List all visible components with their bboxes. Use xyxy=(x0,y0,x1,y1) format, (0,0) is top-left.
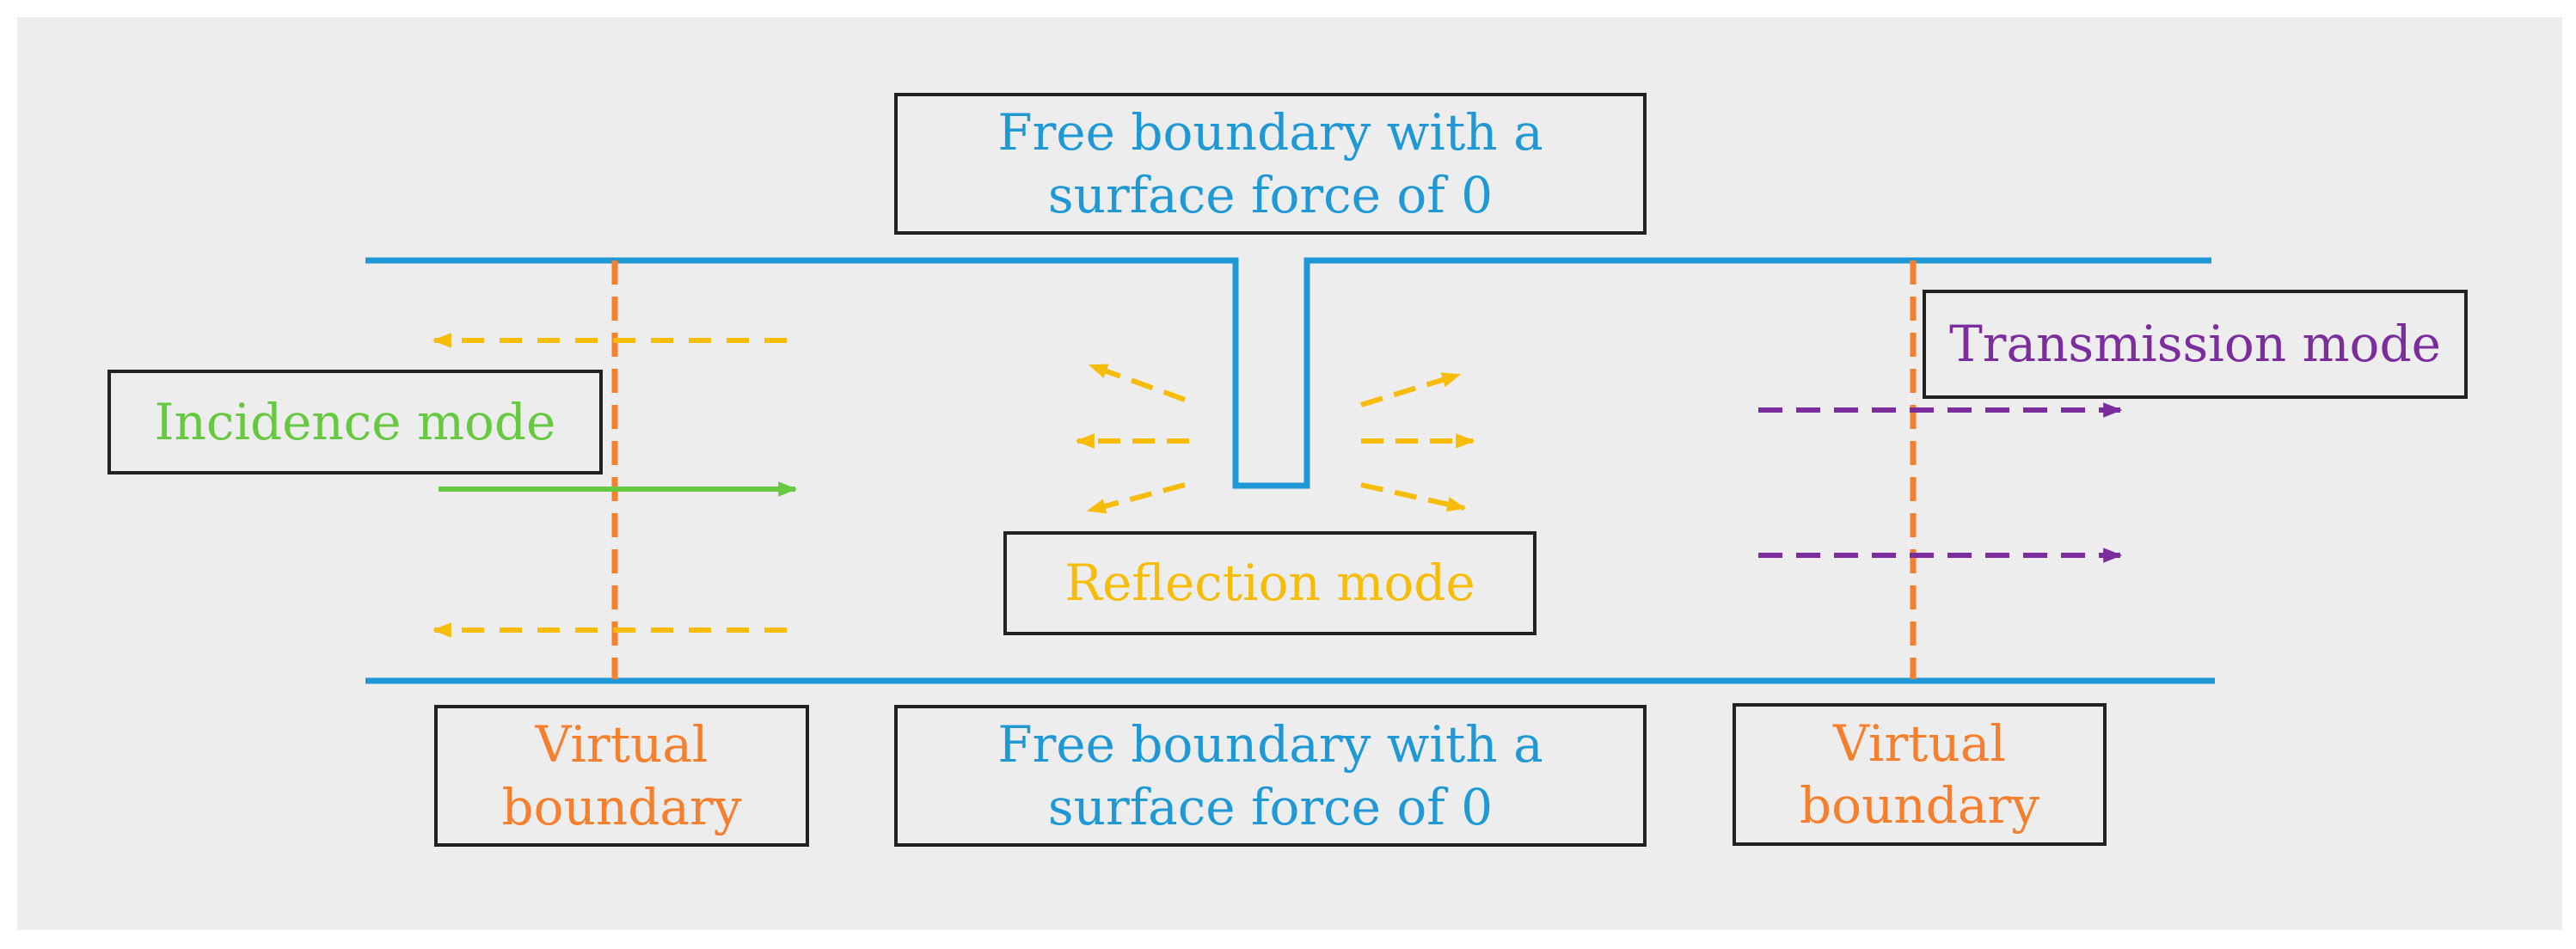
scatter-arrow-right-down xyxy=(1360,482,1467,512)
right-virtual-boundary-label-box: Virtual boundary xyxy=(1733,703,2107,846)
scatter-arrow-left-up xyxy=(1088,363,1187,402)
bottom-boundary-label: Free boundary with a surface force of 0 xyxy=(997,715,1543,836)
reflection-mode-label: Reflection mode xyxy=(1064,554,1475,613)
incidence-mode-label: Incidence mode xyxy=(154,392,556,451)
incidence-mode-label-box: Incidence mode xyxy=(107,370,603,474)
top-boundary-label-box: Free boundary with a surface force of 0 xyxy=(894,93,1647,235)
top-free-boundary-line xyxy=(365,257,2211,489)
transmission-mode-label: Transmission mode xyxy=(1949,315,2441,374)
right-virtual-boundary-label: Virtual boundary xyxy=(1800,713,2039,836)
top-boundary-label: Free boundary with a surface force of 0 xyxy=(997,103,1543,224)
left-virtual-boundary-label-box: Virtual boundary xyxy=(434,705,809,847)
bottom-boundary-label-box: Free boundary with a surface force of 0 xyxy=(894,705,1647,847)
scatter-arrow-left-down xyxy=(1086,482,1186,514)
reflection-mode-label-box: Reflection mode xyxy=(1003,531,1536,635)
left-virtual-boundary-label: Virtual boundary xyxy=(501,715,742,836)
transmission-mode-label-box: Transmission mode xyxy=(1923,290,2468,399)
scatter-arrow-right-up xyxy=(1360,372,1462,407)
